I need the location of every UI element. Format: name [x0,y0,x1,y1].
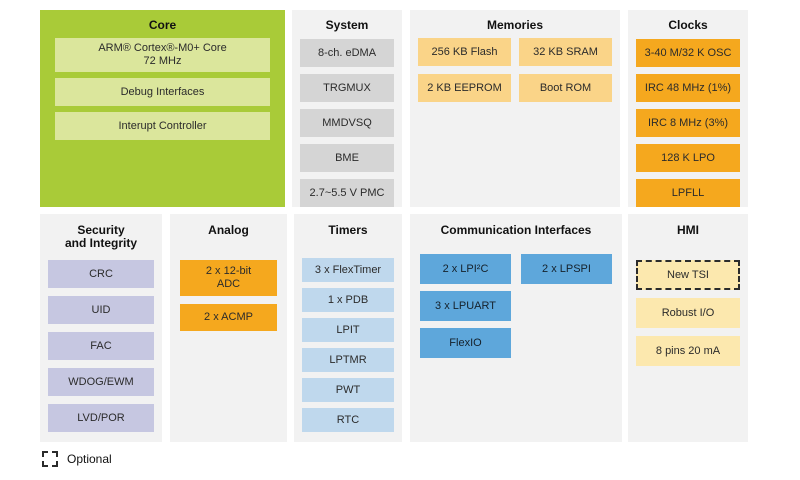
memories-block-eeprom: 2 KB EEPROM [418,74,511,102]
hmi-block-new-tsi: New TSI [636,260,740,290]
system-block-trgmux: TRGMUX [300,74,394,102]
core-block-interrupt-controller: Interupt Controller [55,112,270,140]
communication-panel-title: Communication Interfaces [440,223,592,237]
timers-block-lptmr: LPTMR [302,348,394,372]
core-block-arm-cortex: ARM® Cortex®-M0+ Core 72 MHz [55,38,270,72]
memories-block-flash: 256 KB Flash [418,38,511,66]
legend-label: Optional [67,452,112,466]
clocks-block-irc48: IRC 48 MHz (1%) [636,74,740,102]
clocks-panel-title: Clocks [668,18,708,32]
core-panel: Core ARM® Cortex®-M0+ Core 72 MHz Debug … [40,10,285,207]
clocks-panel: Clocks 3-40 M/32 K OSC IRC 48 MHz (1%) I… [628,10,748,207]
system-panel: System 8-ch. eDMA TRGMUX MMDVSQ BME 2.7~… [292,10,402,207]
hmi-panel: HMI New TSI Robust I/O 8 pins 20 mA [628,214,748,442]
analog-block-acmp: 2 x ACMP [180,304,277,331]
memories-panel-title: Memories [486,18,544,32]
comm-block-flexio: FlexIO [420,328,511,358]
timers-panel: Timers 3 x FlexTimer 1 x PDB LPIT LPTMR … [294,214,402,442]
security-block-lvd-por: LVD/POR [48,404,154,432]
timers-panel-title: Timers [328,223,368,237]
system-panel-title: System [325,18,369,32]
timers-block-flextimer: 3 x FlexTimer [302,258,394,282]
timers-block-rtc: RTC [302,408,394,432]
security-panel: Security and Integrity CRC UID FAC WDOG/… [40,214,162,442]
memories-panel: Memories 256 KB Flash 32 KB SRAM 2 KB EE… [410,10,620,207]
clocks-block-osc: 3-40 M/32 K OSC [636,39,740,67]
comm-block-lpuart: 3 x LPUART [420,291,511,321]
analog-panel: Analog 2 x 12-bit ADC 2 x ACMP [170,214,287,442]
analog-block-adc: 2 x 12-bit ADC [180,260,277,296]
comm-block-lpi2c: 2 x LPI²C [420,254,511,284]
core-panel-title: Core [148,18,177,32]
timers-block-pdb: 1 x PDB [302,288,394,312]
system-block-bme: BME [300,144,394,172]
security-block-fac: FAC [48,332,154,360]
system-block-pmc: 2.7~5.5 V PMC [300,179,394,207]
clocks-block-lpo: 128 K LPO [636,144,740,172]
memories-block-boot-rom: Boot ROM [519,74,612,102]
hmi-block-robust-io: Robust I/O [636,298,740,328]
memories-block-sram: 32 KB SRAM [519,38,612,66]
system-block-mmdvsq: MMDVSQ [300,109,394,137]
comm-block-lpspi: 2 x LPSPI [521,254,612,284]
security-block-wdog-ewm: WDOG/EWM [48,368,154,396]
timers-block-pwt: PWT [302,378,394,402]
hmi-block-pins: 8 pins 20 mA [636,336,740,366]
clocks-block-irc8: IRC 8 MHz (3%) [636,109,740,137]
analog-panel-title: Analog [208,223,249,237]
security-panel-title: Security and Integrity [64,223,137,250]
security-block-uid: UID [48,296,154,324]
security-block-crc: CRC [48,260,154,288]
system-block-edma: 8-ch. eDMA [300,39,394,67]
core-block-debug-interfaces: Debug Interfaces [55,78,270,106]
communication-interfaces-panel: Communication Interfaces 2 x LPI²C 2 x L… [410,214,622,442]
hmi-panel-title: HMI [677,223,699,237]
clocks-block-lpfll: LPFLL [636,179,740,207]
legend: Optional [42,451,112,467]
timers-block-lpit: LPIT [302,318,394,342]
optional-dashed-swatch-icon [42,451,58,467]
